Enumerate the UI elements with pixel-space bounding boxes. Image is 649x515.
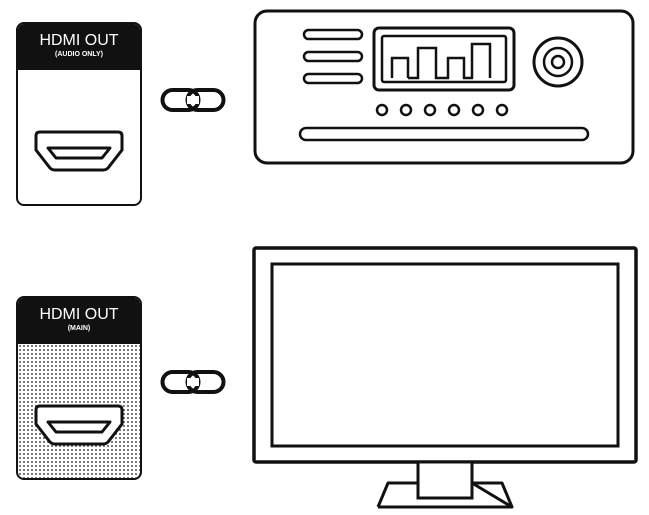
hdmi-out-audio-label: HDMI OUT <box>39 32 119 49</box>
hdmi-port-icon <box>34 402 124 448</box>
hdmi-out-audio-card: HDMI OUT (AUDIO ONLY) <box>16 22 142 206</box>
hdmi-out-main-label: HDMI OUT <box>39 306 119 323</box>
tv-icon <box>250 245 640 511</box>
link-icon <box>160 87 226 113</box>
hdmi-out-main-sublabel: (MAIN) <box>67 325 91 332</box>
hdmi-out-audio-sublabel: (AUDIO ONLY) <box>55 51 103 58</box>
hdmi-out-main-card: HDMI OUT (MAIN) <box>16 296 142 480</box>
link-icon <box>160 369 226 395</box>
hdmi-out-main-header: HDMI OUT (MAIN) <box>18 298 140 344</box>
av-receiver-icon <box>252 8 636 166</box>
hdmi-port-icon <box>34 128 124 174</box>
hdmi-out-audio-header: HDMI OUT (AUDIO ONLY) <box>18 24 140 70</box>
